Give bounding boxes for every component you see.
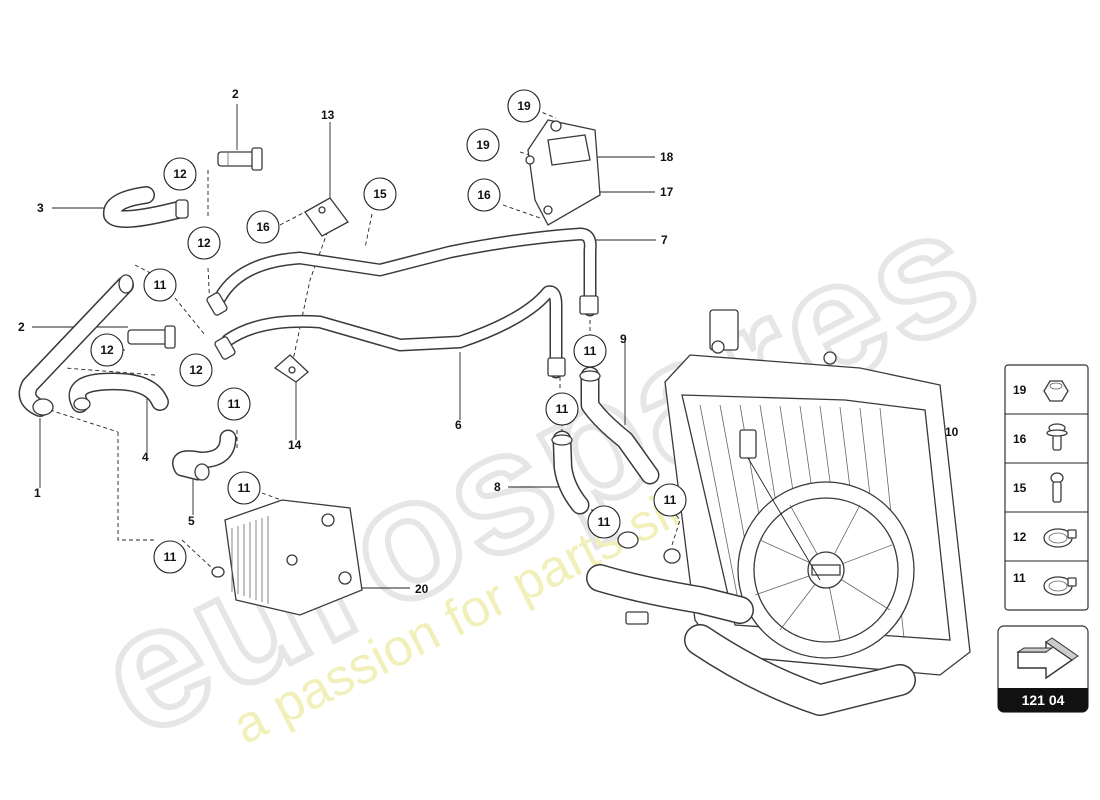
label-10: 10 [945, 425, 959, 439]
part-7-pipe [206, 227, 599, 317]
label-2-lower: 2 [18, 320, 25, 334]
callout-11-a: 11 [143, 268, 177, 302]
svg-text:16: 16 [1013, 432, 1027, 446]
callout-11-g: 11 [587, 505, 621, 539]
callout-19-b: 19 [466, 128, 500, 162]
part-1-hose [18, 274, 134, 417]
label-14: 14 [288, 438, 302, 452]
svg-text:11: 11 [584, 344, 597, 358]
svg-text:16: 16 [256, 220, 270, 234]
label-7: 7 [661, 233, 668, 247]
part-9-hose [579, 366, 660, 485]
svg-text:15: 15 [1013, 481, 1027, 495]
svg-text:12: 12 [173, 167, 187, 181]
label-1: 1 [34, 486, 41, 500]
svg-text:15: 15 [373, 187, 387, 201]
part-5-hose [172, 429, 237, 481]
legend-item-12: 12 [1013, 528, 1077, 548]
label-4: 4 [142, 450, 149, 464]
label-3: 3 [37, 201, 44, 215]
svg-text:19: 19 [476, 138, 490, 152]
hose-clamp-icon [1043, 576, 1077, 596]
part-8-hose [551, 430, 590, 515]
callout-12-d: 12 [179, 353, 213, 387]
part-14-clip [273, 354, 309, 383]
label-8: 8 [494, 480, 501, 494]
svg-text:11: 11 [154, 278, 167, 292]
callout-12-b: 12 [187, 226, 221, 260]
callout-11-h: 11 [653, 483, 687, 517]
part-20-oil-cooler [211, 499, 363, 616]
hose-clamp-icon [1043, 528, 1077, 548]
callout-12-a: 12 [163, 157, 197, 191]
svg-text:11: 11 [1013, 571, 1026, 585]
label-5: 5 [188, 514, 195, 528]
part-2-fitting-upper [217, 147, 263, 171]
part-17-bracket [525, 119, 601, 226]
svg-text:19: 19 [1013, 383, 1027, 397]
callout-19-a: 19 [507, 89, 541, 123]
nut-icon [1043, 380, 1069, 402]
part-18-clip [547, 134, 591, 166]
label-9: 9 [620, 332, 627, 346]
page-number: 121 04 [1022, 692, 1065, 708]
callout-15: 15 [363, 177, 397, 211]
svg-text:12: 12 [189, 363, 203, 377]
legend-item-15: 15 [1013, 472, 1064, 503]
callout-11-f: 11 [545, 392, 579, 426]
svg-text:16: 16 [477, 188, 491, 202]
callout-11-c: 11 [227, 471, 261, 505]
callout-16-b: 16 [467, 178, 501, 212]
label-20: 20 [415, 582, 429, 596]
svg-text:11: 11 [238, 481, 251, 495]
label-6: 6 [455, 418, 462, 432]
callout-11-b: 11 [217, 387, 251, 421]
label-2-upper: 2 [232, 87, 239, 101]
svg-text:11: 11 [164, 550, 177, 564]
part-3-hose [102, 186, 189, 228]
legend-item-16: 16 [1013, 423, 1068, 451]
svg-text:11: 11 [664, 493, 677, 507]
svg-text:12: 12 [1013, 530, 1027, 544]
part-4-hose [68, 372, 169, 413]
number-labels: 1 2 2 3 4 5 6 7 8 9 10 13 14 17 18 20 [18, 87, 959, 596]
label-18: 18 [660, 150, 674, 164]
part-13-bracket [304, 197, 349, 237]
svg-text:12: 12 [100, 343, 114, 357]
screw-flange-icon [1046, 423, 1068, 451]
svg-text:11: 11 [228, 397, 241, 411]
legend-item-11: 11 [1013, 571, 1077, 596]
legend: 19 16 15 12 [1004, 364, 1089, 611]
page-reference: 121 04 [997, 625, 1089, 713]
svg-text:11: 11 [556, 402, 569, 416]
arrow-icon [1016, 637, 1079, 680]
callout-16-a: 16 [246, 210, 280, 244]
svg-text:11: 11 [598, 515, 611, 529]
callout-12-c: 12 [90, 333, 124, 367]
part-2-fitting-lower [127, 325, 176, 349]
callout-11-d: 11 [153, 540, 187, 574]
part-6-pipe [214, 285, 566, 379]
part-10-radiator-assembly [586, 309, 971, 716]
label-13: 13 [321, 108, 335, 122]
callout-11-e: 11 [573, 334, 607, 368]
legend-item-19: 19 [1013, 380, 1069, 402]
callouts: 12 12 12 12 11 11 11 11 11 11 11 11 16 1… [90, 89, 687, 574]
screw-icon [1050, 472, 1064, 503]
label-17: 17 [660, 185, 674, 199]
svg-text:19: 19 [517, 99, 531, 113]
svg-text:12: 12 [197, 236, 211, 250]
